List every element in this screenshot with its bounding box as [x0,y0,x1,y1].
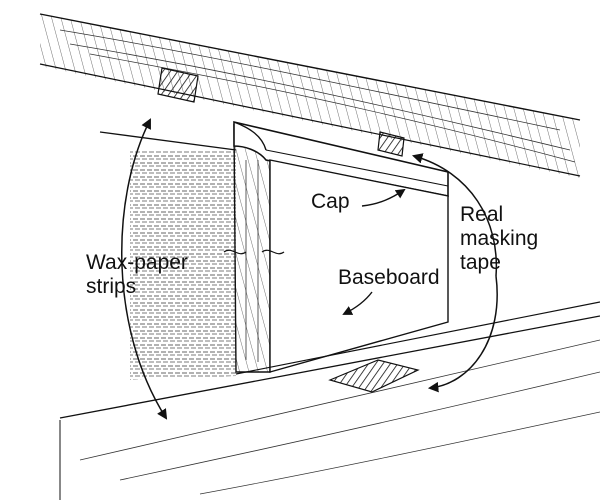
wax-label-line-1: Wax-paper [86,251,188,274]
upper-beam [39,13,581,178]
baseboard-face [269,159,449,373]
wax-label-line-2: strips [86,275,137,298]
masking-tape-label: Real masking tape [460,203,538,275]
tape-label-line-2: masking [460,227,539,250]
leader-arrows [121,118,498,420]
vertical-post [233,123,271,373]
wax-paper-strip-top [157,67,199,103]
cap-label: Cap [311,190,350,213]
wax-paper-strip-floor [328,359,420,393]
masking-tape-pad [377,131,405,157]
tape-label-line-1: Real [460,203,504,226]
break-marks [223,249,285,255]
tape-label-line-3: tape [460,251,501,274]
wax-paper-strips-label: Wax-paper strips [86,251,188,299]
baseboard-label: Baseboard [338,266,440,289]
